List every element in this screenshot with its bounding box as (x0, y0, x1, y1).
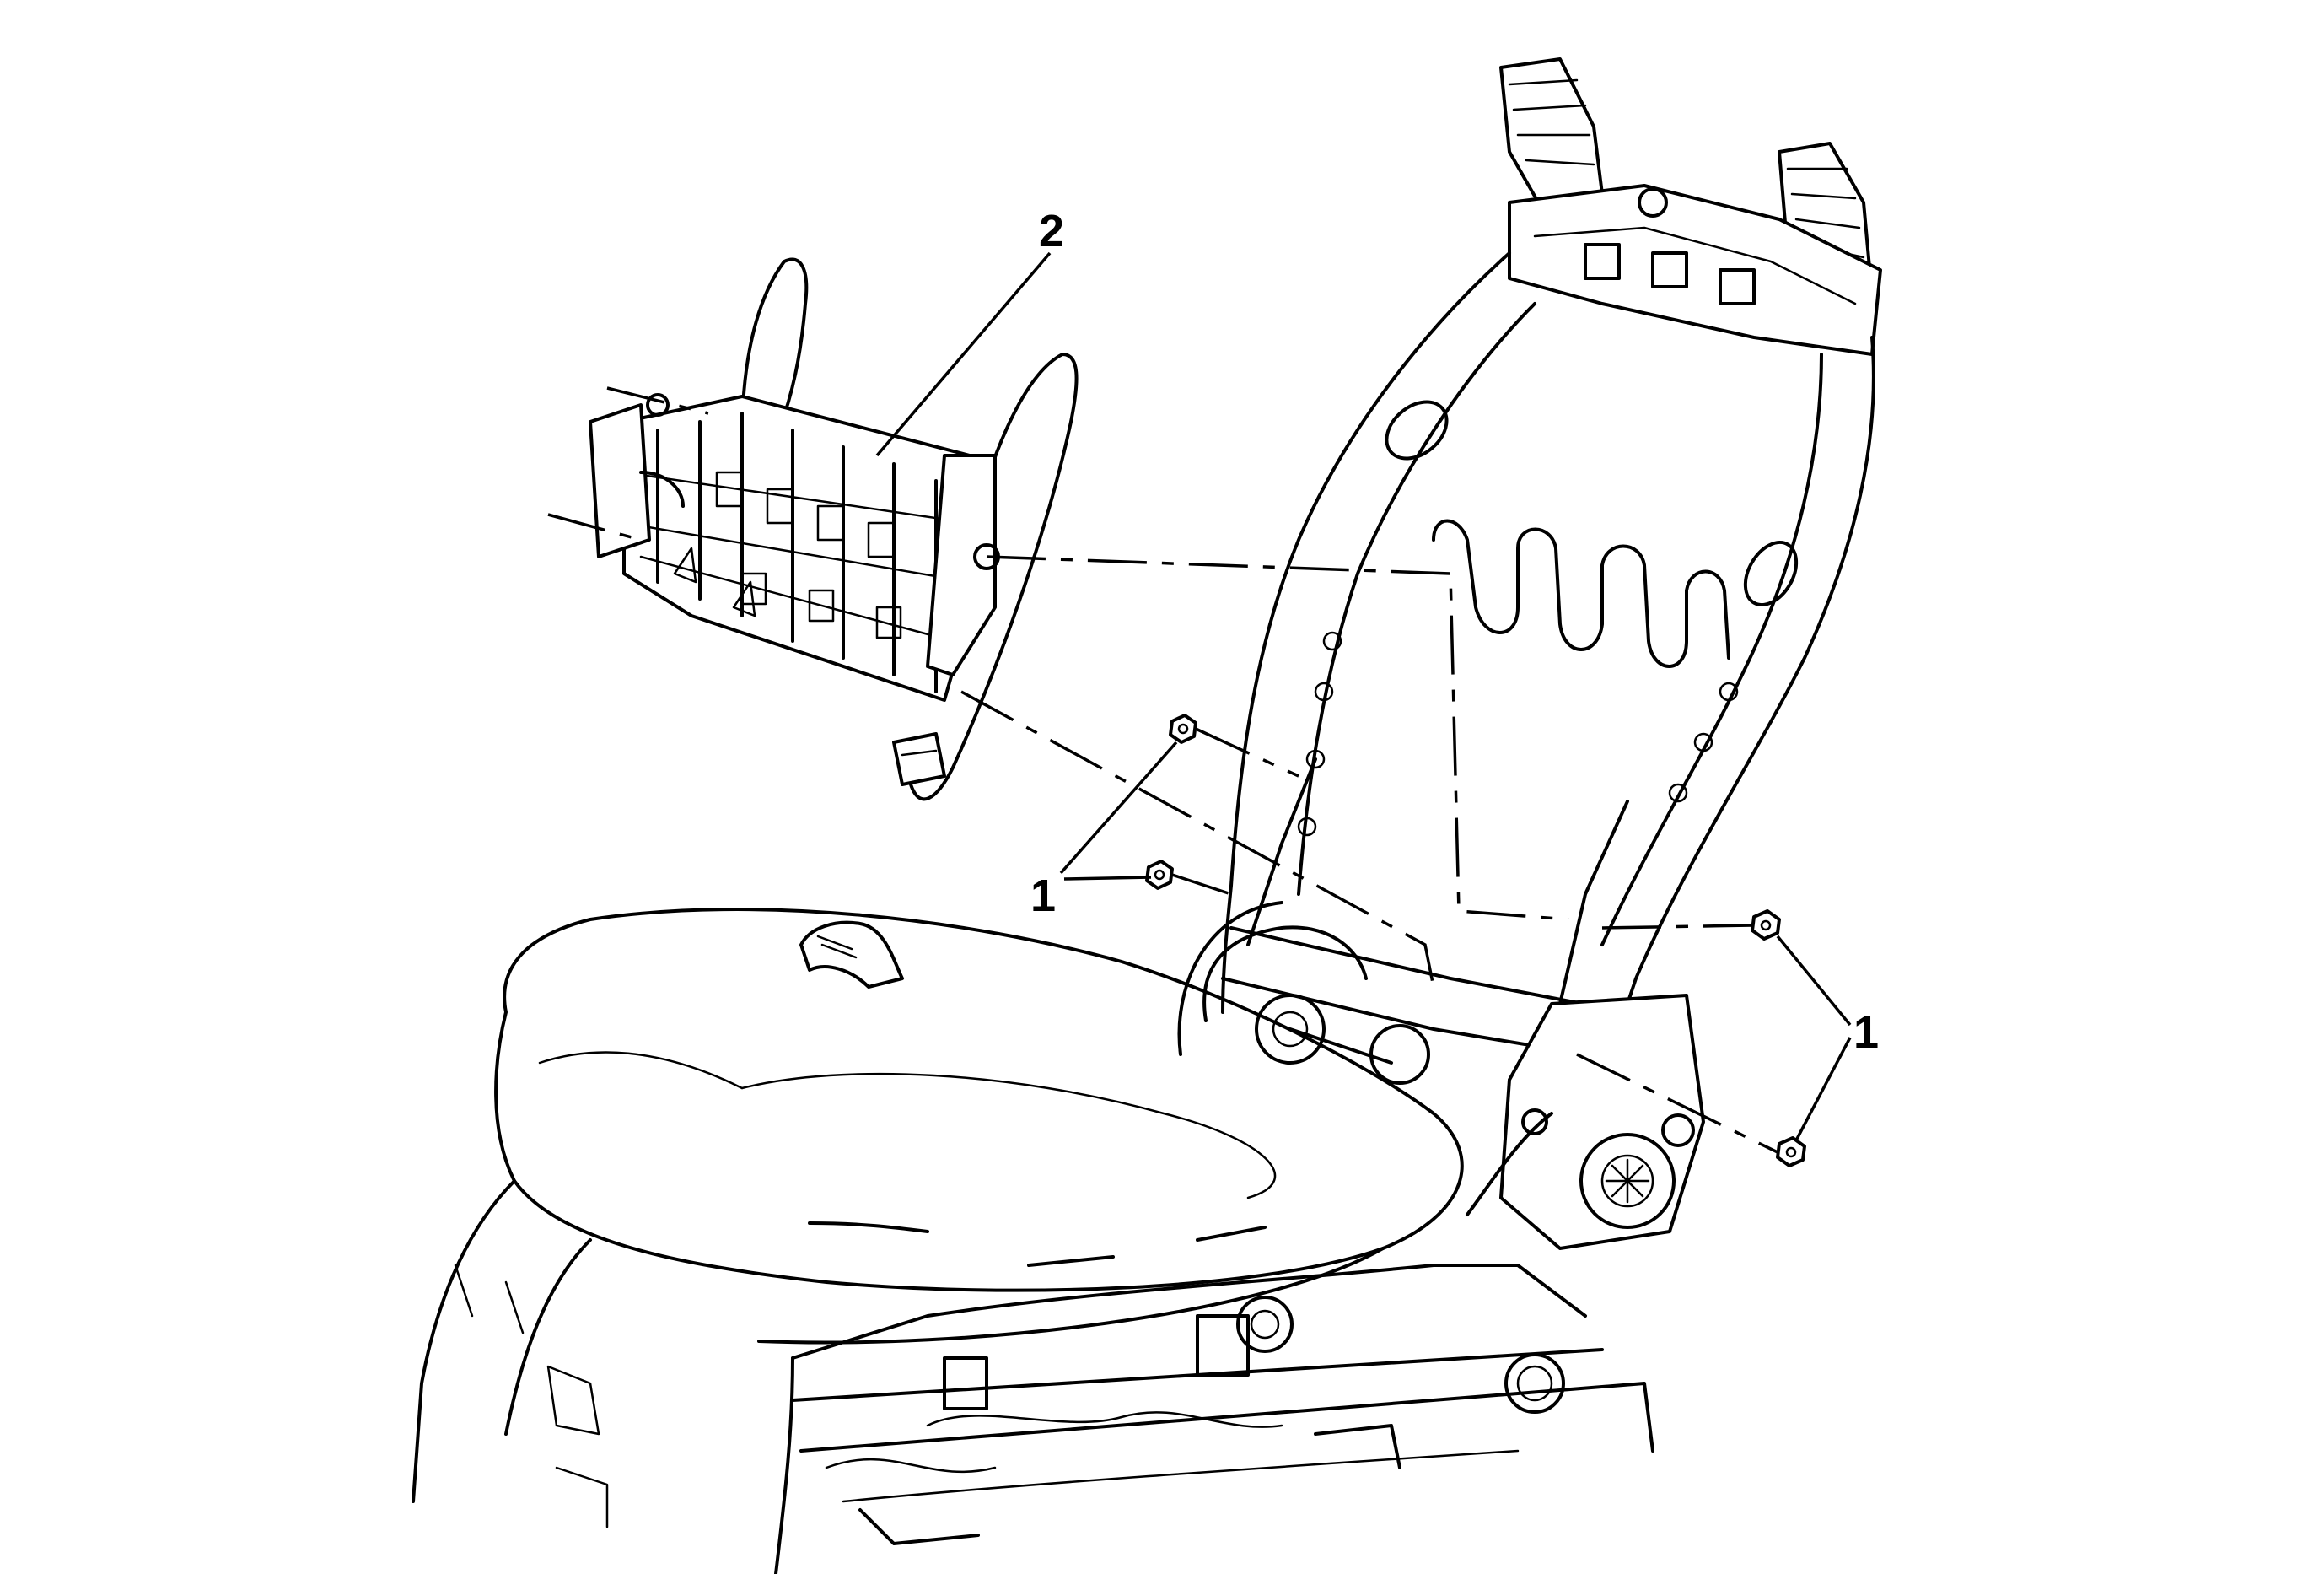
fastener-upper-right (1751, 909, 1781, 941)
leader-1a-lower (1063, 876, 1152, 881)
leader-1b-lower (1794, 1037, 1852, 1141)
seat-base-frame (546, 1264, 1654, 1545)
alignment-lines (547, 386, 1778, 1154)
seat-cushion (412, 908, 1464, 1574)
callout-2: 2 (1039, 206, 1064, 256)
callout-1-left: 1 (1030, 871, 1056, 921)
leader-1b-upper (1776, 935, 1852, 1027)
fastener-lower-right (1776, 1136, 1806, 1167)
leader-1a-upper (1059, 741, 1178, 875)
fastener-lower-left (1145, 860, 1174, 890)
fasteners (1145, 714, 1806, 1167)
leader-2 (875, 251, 1052, 457)
headrest-guide (799, 920, 904, 989)
callout-leaders (875, 251, 1852, 1141)
fastener-upper-left (1169, 714, 1197, 744)
callout-labels: 2 1 1 (1030, 206, 1879, 1058)
callout-1-right: 1 (1853, 1007, 1879, 1058)
seat-back-frame (1177, 57, 1882, 1250)
lumbar-support-assembly (589, 257, 1079, 801)
